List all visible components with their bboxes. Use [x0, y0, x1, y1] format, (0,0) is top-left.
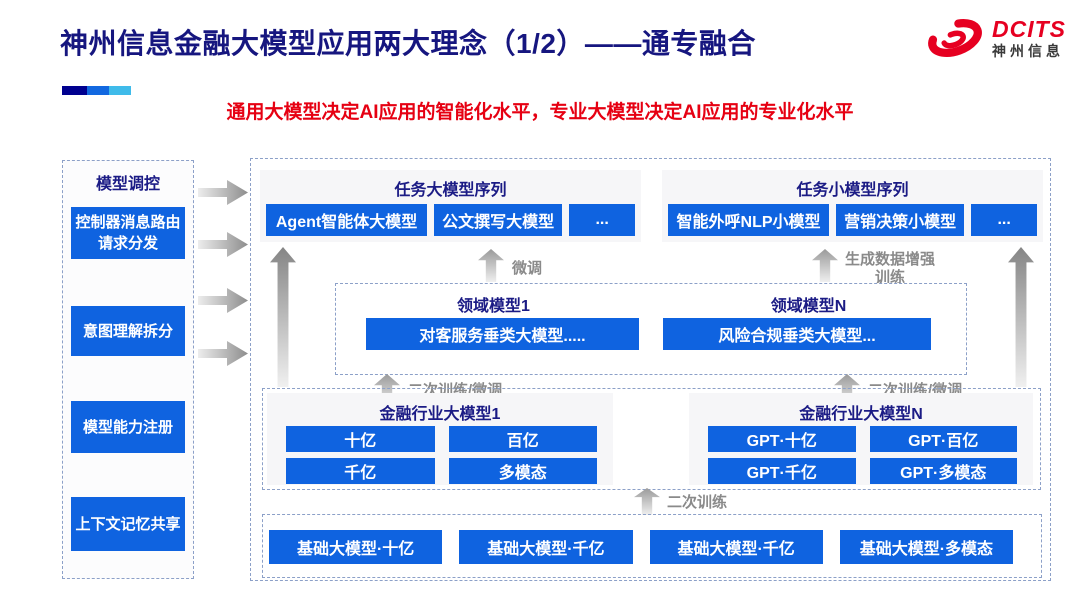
- dcits-swirl-icon: [928, 19, 982, 57]
- model-chip-10b: 百亿: [448, 426, 597, 452]
- domain-n-title: 领域模型N: [770, 298, 847, 315]
- sidebar-item-capability-registry: 模型能力注册: [71, 401, 185, 453]
- model-chip-gpt-10b: GPT·百亿: [869, 426, 1017, 452]
- model-chip-marketing: 营销决策小模型: [836, 204, 965, 236]
- task-small-model-group: 任务小模型序列 智能外呼NLP小模型 营销决策小模型 ...: [662, 170, 1043, 242]
- model-chip-doc-writing: 公文撰写大模型: [434, 204, 563, 236]
- slide-subtitle: 通用大模型决定AI应用的智能化水平，专业大模型决定AI应用的专业化水平: [226, 102, 854, 123]
- arrow-label-secondary-training: 二次训练: [667, 494, 728, 511]
- right-arrow-icon: [198, 288, 248, 313]
- arrow-label-fine-tune: 微调: [512, 260, 543, 277]
- model-chip-ellipsis: ...: [569, 204, 635, 236]
- arrow-label-gen-data: 生成数据增强训练: [844, 251, 935, 286]
- model-chip-base-multimodal: 基础大模型·多模态: [839, 530, 1013, 564]
- sidebar-title: 模型调控: [95, 176, 160, 193]
- task-large-model-group: 任务大模型序列 Agent智能体大模型 公文撰写大模型 ...: [260, 170, 641, 242]
- model-chip-100b: 千亿: [286, 458, 435, 484]
- model-chip-base-100b-2: 基础大模型·千亿: [649, 530, 823, 564]
- domain-1-title: 领域模型1: [457, 298, 530, 315]
- domain-model-group: 领域模型1 对客服务垂类大模型..... 领域模型N 风险合规垂类大模型...: [335, 283, 967, 375]
- industry-model-frame: 金融行业大模型1 十亿 百亿 千亿 多模态 金融行业大模型N GPT·十亿 GP…: [262, 388, 1041, 490]
- model-chip-outbound-nlp: 智能外呼NLP小模型: [668, 204, 830, 236]
- model-chip-gpt-multimodal: GPT·多模态: [869, 458, 1017, 484]
- model-chip-gpt-100b: GPT·千亿: [708, 458, 856, 484]
- model-chip-multimodal: 多模态: [448, 458, 597, 484]
- right-arrow-icon: [198, 232, 248, 257]
- industry-n-title: 金融行业大模型N: [799, 406, 923, 423]
- industry-1-title: 金融行业大模型1: [379, 406, 501, 423]
- sidebar-item-context-memory: 上下文记忆共享: [71, 497, 185, 551]
- industry-model-n-group: 金融行业大模型N GPT·十亿 GPT·百亿 GPT·千亿 GPT·多模态: [689, 393, 1033, 485]
- task-large-title: 任务大模型序列: [394, 182, 507, 199]
- right-arrow-icon: [198, 341, 248, 366]
- model-chip-gpt-1b: GPT·十亿: [708, 426, 856, 452]
- model-chip-1b: 十亿: [286, 426, 435, 452]
- architecture-frame: [250, 158, 1051, 581]
- model-chip-base-1b: 基础大模型·十亿: [269, 530, 443, 564]
- sidebar-item-message-routing: 控制器消息路由请求分发: [71, 207, 185, 259]
- accent-bar: [62, 86, 131, 95]
- right-arrow-icon: [198, 180, 248, 205]
- page-title: 神州信息金融大模型应用两大理念（1/2）——通专融合: [60, 28, 756, 59]
- model-chip-ellipsis: ...: [971, 204, 1037, 236]
- model-chip-customer-service: 对客服务垂类大模型.....: [366, 318, 639, 350]
- dcits-logo: DCITS 神州信息: [923, 15, 1066, 61]
- model-chip-base-100b: 基础大模型·千亿: [459, 530, 633, 564]
- logo-brand-text: DCITS: [992, 16, 1066, 42]
- model-chip-agent: Agent智能体大模型: [266, 204, 428, 236]
- model-control-panel: 模型调控 控制器消息路由请求分发 意图理解拆分 模型能力注册 上下文记忆共享: [62, 160, 194, 579]
- model-chip-risk-compliance: 风险合规垂类大模型...: [663, 318, 931, 350]
- industry-model-1-group: 金融行业大模型1 十亿 百亿 千亿 多模态: [267, 393, 613, 485]
- logo-brand-cn-text: 神州信息: [992, 43, 1064, 59]
- base-model-frame: 基础大模型·十亿 基础大模型·千亿 基础大模型·千亿 基础大模型·多模态: [262, 514, 1042, 578]
- domain-model-n: 领域模型N 风险合规垂类大模型...: [651, 284, 966, 374]
- domain-model-1: 领域模型1 对客服务垂类大模型.....: [336, 284, 651, 374]
- task-small-title: 任务小模型序列: [796, 182, 909, 199]
- sidebar-item-intent-split: 意图理解拆分: [71, 306, 185, 356]
